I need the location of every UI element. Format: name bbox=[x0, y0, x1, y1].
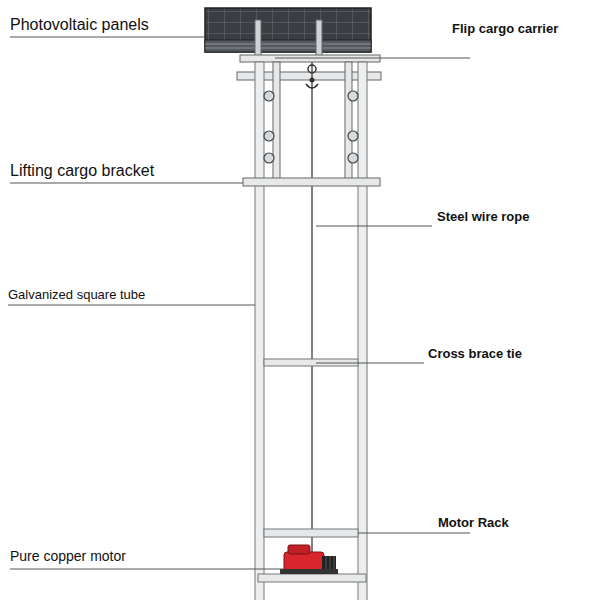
steel-wire-rope bbox=[306, 62, 318, 560]
part-label: Galvanized square tube bbox=[8, 288, 145, 303]
part-label: Steel wire rope bbox=[437, 210, 529, 225]
part-label: Cross brace tie bbox=[428, 347, 522, 362]
part-label: Motor Rack bbox=[438, 516, 509, 531]
part-label: Photovoltaic panels bbox=[10, 16, 149, 34]
part-label: Flip cargo carrier bbox=[452, 22, 558, 37]
lifting-cargo-bracket bbox=[243, 178, 380, 186]
pure-copper-motor bbox=[280, 545, 338, 574]
part-label: Lifting cargo bracket bbox=[10, 162, 154, 180]
part-label: Pure copper motor bbox=[10, 548, 126, 564]
motor-rack bbox=[264, 529, 358, 537]
guide-wheels bbox=[264, 91, 358, 163]
base-bar bbox=[258, 574, 366, 582]
photovoltaic-panels bbox=[205, 8, 371, 56]
leader-lines bbox=[8, 37, 470, 569]
galvanized-square-tube bbox=[255, 62, 367, 600]
